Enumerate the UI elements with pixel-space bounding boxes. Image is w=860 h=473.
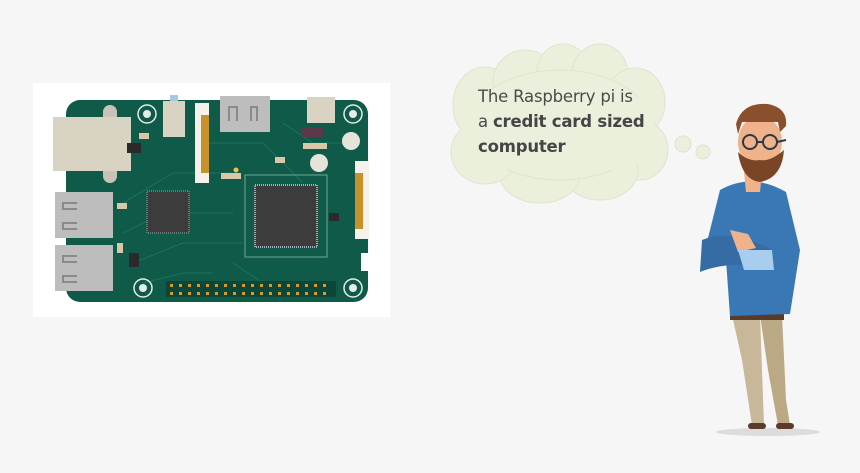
thought-line-1: The Raspberry pi is [478,87,633,106]
thought-line-3-bold: computer [478,137,566,156]
thought-dots-icon [674,135,711,160]
board-illustration-frame [33,83,390,317]
thought-bubble-text: The Raspberry pi is a credit card sized … [478,84,658,159]
thought-line-2-bold: credit card sized [492,112,645,131]
thought-line-3: computer [478,134,658,159]
thought-line-2-prefix: a [478,112,493,131]
bearded-man-icon [700,103,820,436]
thought-cloud-icon [450,43,669,204]
thought-line-2: a credit card sized [478,109,658,134]
raspberry-pi-board-icon [53,95,369,302]
